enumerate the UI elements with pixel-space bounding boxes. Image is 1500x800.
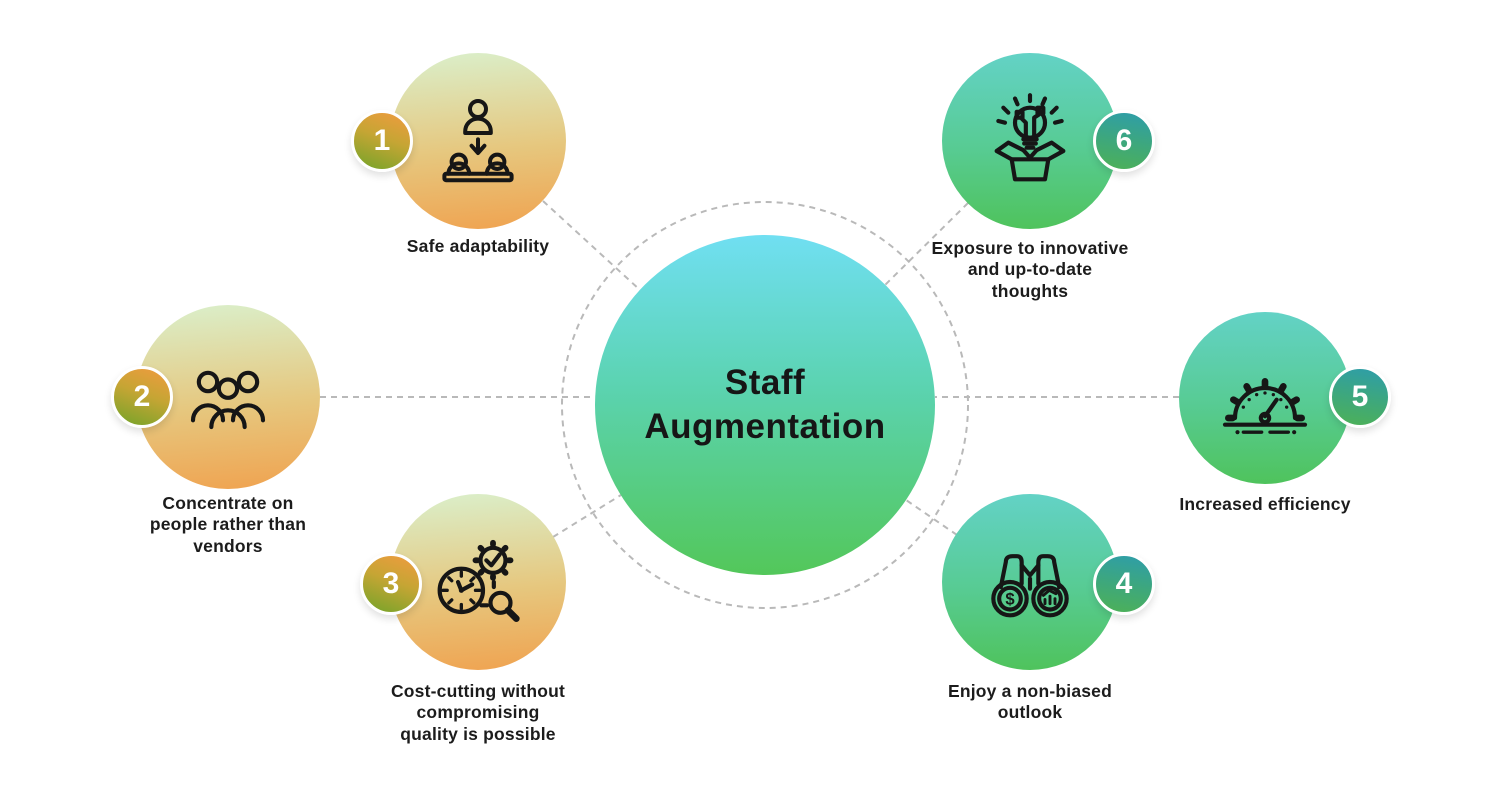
label-cost-cutting: Cost-cutting without compromising qualit… (390, 681, 566, 744)
badge-3: 3 (360, 553, 422, 615)
badge-1: 1 (351, 110, 413, 172)
badge-6-number: 6 (1115, 124, 1133, 157)
bubble-increased-efficiency (1179, 312, 1351, 484)
bubble-innovative-thoughts (942, 53, 1118, 229)
binoculars-icon: $ (991, 554, 1069, 618)
cost-quality-icon (437, 539, 520, 622)
bubble-concentrate-people (136, 305, 320, 489)
bubble-non-biased: $ (942, 494, 1118, 670)
connector-item4 (905, 499, 958, 536)
label-increased-efficiency: Increased efficiency (1179, 494, 1351, 514)
dashed-ring (561, 201, 969, 609)
team-icon (190, 370, 266, 430)
bubble-safe-adaptability (390, 53, 566, 229)
label-safe-adaptability: Safe adaptability (406, 236, 550, 256)
page-title: Staff Augmentation (644, 363, 886, 446)
badge-2-number: 2 (133, 380, 151, 413)
badge-5: 5 (1329, 366, 1391, 428)
badge-4: 4 (1093, 553, 1155, 615)
badge-5-number: 5 (1351, 380, 1369, 413)
connector-item6 (884, 202, 969, 286)
efficiency-gauge-icon (1222, 378, 1308, 435)
badge-3-number: 3 (382, 567, 400, 600)
bubble-cost-cutting (390, 494, 566, 670)
svg-text:$: $ (1005, 590, 1015, 609)
badge-4-number: 4 (1115, 567, 1133, 600)
idea-box-icon (994, 93, 1066, 182)
badge-6: 6 (1093, 110, 1155, 172)
label-concentrate-people: Concentrate on people rather than vendor… (149, 493, 307, 556)
label-innovative-thoughts: Exposure to innovative and up-to-date th… (931, 238, 1129, 301)
label-non-biased: Enjoy a non-biased outlook (947, 681, 1113, 723)
delegation-icon (442, 99, 514, 183)
badge-1-number: 1 (373, 124, 391, 157)
badge-2: 2 (111, 366, 173, 428)
center-circle: Staff Augmentation (595, 235, 935, 575)
connector-item3 (552, 494, 622, 538)
